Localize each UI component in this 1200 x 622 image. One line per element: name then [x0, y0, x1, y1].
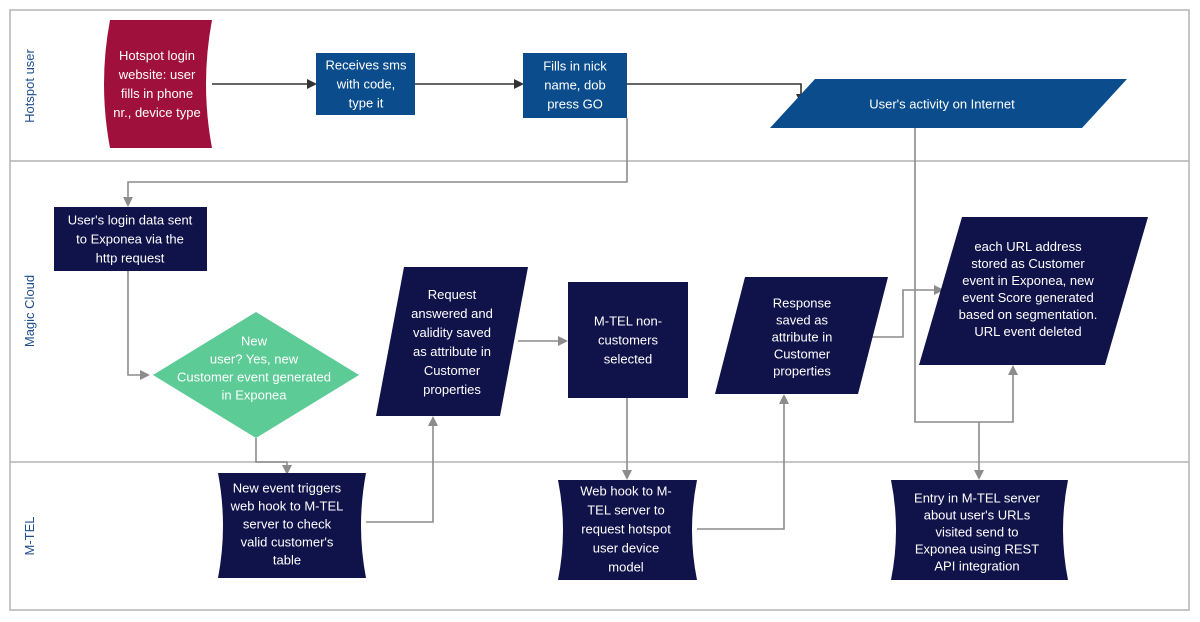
node-label-line: web hook to M-TEL — [230, 499, 344, 514]
node-label-line: validity saved — [413, 325, 491, 340]
node-label-line: type it — [349, 96, 384, 111]
node-entry-shape — [891, 480, 1068, 580]
node-label-line: API integration — [934, 559, 1019, 574]
node-login-site-text: Hotspot login website: user fills in phone… — [113, 48, 200, 120]
node-label-line: Customer event generated — [177, 370, 331, 385]
node-sms-shape — [316, 53, 415, 115]
node-webhook2-text: Web hook to M- TEL server to request hotsp… — [580, 484, 672, 575]
node-login-data-shape — [54, 207, 207, 271]
connector-webhook2-to-response — [697, 394, 789, 530]
node-request-shape — [376, 267, 528, 416]
node-label-line: customers — [598, 333, 658, 348]
node-label-line: user device — [593, 541, 659, 556]
node-login-site-shape — [104, 20, 212, 148]
node-label-line: event in Exponea, new — [962, 273, 1094, 288]
node-label-line: Entry in M-TEL server — [914, 491, 1041, 506]
node-label-line: New event triggers — [233, 481, 342, 496]
connector-entry-to-url — [979, 365, 1018, 423]
node-label-line: request hotspot — [581, 522, 671, 537]
node-label-line: nr., device type — [113, 105, 200, 120]
node-label-line: saved as — [776, 313, 829, 328]
node-login-data-text: User's login data sent to Exponea via the… — [68, 213, 193, 266]
node-label-line: website: user — [118, 67, 196, 82]
node-label-line: properties — [423, 382, 481, 397]
node-label-line: model — [608, 560, 644, 575]
node-new-user-shape — [153, 312, 359, 438]
node-label-line: Response — [773, 296, 832, 311]
node-label-line: properties — [773, 364, 831, 379]
node-label-line: TEL server to — [587, 503, 665, 518]
node-label-line: Exponea using REST — [915, 542, 1039, 557]
connector-fills-to-login-data — [123, 118, 628, 207]
node-url-text: each URL address stored as Customer event … — [959, 239, 1098, 339]
node-label-line: about user's URLs — [924, 508, 1031, 523]
node-label-line: Hotspot login — [119, 48, 195, 63]
node-activity-text: User's activity on Internet — [869, 97, 1015, 112]
lane-label-magic-cloud: Magic Cloud — [22, 275, 37, 347]
node-label-line: event Score generated — [962, 290, 1094, 305]
node-response-text: Response saved as attribute in Customer prop… — [772, 296, 833, 379]
node-label-line: answered and — [411, 306, 493, 321]
node-label-line: to Exponea via the — [76, 232, 184, 247]
node-label-line: selected — [604, 352, 652, 367]
connector-login-data-to-new-user — [127, 271, 150, 380]
node-webhook1-shape — [218, 473, 366, 578]
node-label-line: valid customer's — [241, 535, 334, 550]
node-label-line: as attribute in — [413, 344, 491, 359]
node-url-shape — [919, 217, 1148, 365]
lane-label-mtel: M-TEL — [22, 517, 37, 556]
node-label-line: User's login data sent — [68, 213, 193, 228]
node-label-line: Customer — [424, 363, 481, 378]
node-label-line: M-TEL non- — [594, 314, 662, 329]
node-label-line: based on segmentation. — [959, 307, 1098, 322]
node-label-line: press GO — [547, 97, 603, 112]
node-fills-text: Fills in nick name, dob press GO — [543, 59, 607, 112]
node-noncust-shape — [568, 282, 688, 398]
node-label-line: Web hook to M- — [580, 484, 672, 499]
node-sms-text: Receives sms with code, type it — [326, 58, 407, 111]
connector-new-user-to-webhook1 — [255, 438, 292, 475]
node-fills-shape — [523, 53, 627, 118]
connector-webhook1-to-request — [366, 416, 438, 523]
node-label-line: name, dob — [544, 78, 605, 93]
connector-activity-to-entry — [914, 128, 984, 480]
node-webhook1-text: New event triggers web hook to M-TEL serve… — [230, 481, 344, 568]
node-request-text: Request answered and validity saved as attr… — [411, 287, 493, 397]
node-label-line: Request — [428, 287, 477, 302]
node-label-line: stored as Customer — [971, 256, 1085, 271]
node-webhook2-shape — [558, 480, 697, 580]
node-label-line: visited send to — [935, 525, 1018, 540]
node-label-line: user? Yes, new — [210, 352, 299, 367]
nodes: Hotspot login website: user fills in phone… — [54, 20, 1148, 580]
node-label-line: in Exponea — [221, 388, 287, 403]
node-label-line: fills in phone — [121, 86, 193, 101]
connector-response-to-url — [872, 285, 944, 338]
node-label-line: Fills in nick — [543, 59, 607, 74]
node-label-line: User's activity on Internet — [869, 97, 1015, 112]
node-label-line: URL event deleted — [974, 324, 1081, 339]
node-noncust-text: M-TEL non-customers selected — [594, 314, 662, 367]
node-label-line: with code, — [336, 77, 396, 92]
node-label-line: table — [273, 553, 301, 568]
connectors — [123, 79, 1018, 530]
node-label-line: http request — [96, 251, 165, 266]
node-label-line: Customer — [774, 347, 831, 362]
node-label-line: server to check — [243, 517, 332, 532]
node-activity-shape — [770, 79, 1127, 128]
node-label-line: Receives sms — [326, 58, 407, 73]
lane-label-hotspot: Hotspot user — [22, 48, 37, 122]
node-entry-text: Entry in M-TEL server about user's URLs vi… — [914, 491, 1041, 574]
node-label-line: each URL address — [974, 239, 1082, 254]
node-response-shape — [715, 277, 888, 394]
node-label-line: New — [241, 334, 268, 349]
node-label-line: attribute in — [772, 330, 833, 345]
